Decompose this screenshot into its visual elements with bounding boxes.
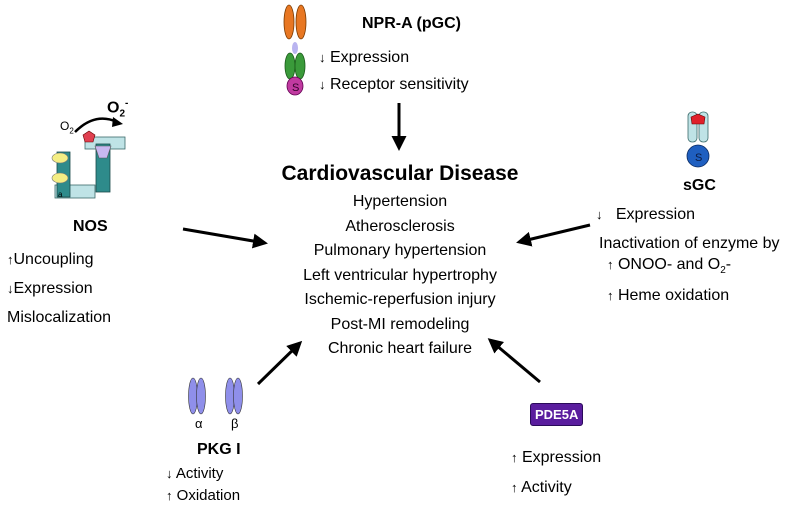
center-title: Cardiovascular Disease	[281, 162, 519, 185]
sgc-heme-label: Heme oxidation	[617, 287, 730, 304]
nos-o2-label: O2	[60, 119, 74, 135]
pkg-item: ↑ Oxidation	[166, 485, 240, 507]
up-arrow-icon: ↑	[607, 288, 614, 303]
up-arrow-icon: ↑	[607, 257, 614, 272]
pde5a-badge: PDE5A	[530, 403, 584, 426]
svg-text:a: a	[58, 190, 63, 199]
npra-item: ↓ Expression	[319, 44, 469, 71]
disease-item: Atherosclerosis	[345, 217, 455, 235]
sgc-onoo-tail: -	[725, 256, 732, 273]
nos-item: Mislocalization	[7, 303, 111, 332]
pkg-alpha: α	[195, 416, 203, 431]
npra-item-label: Expression	[329, 49, 410, 66]
pkg-list: ↓ Activity ↑ Oxidation	[166, 463, 240, 507]
sgc-onoo-sub: 2	[720, 265, 726, 277]
up-arrow-icon: ↑	[511, 450, 518, 465]
o2minus-sup: -	[125, 98, 129, 109]
down-arrow-icon: ↓	[596, 207, 603, 222]
disease-item: Pulmonary hypertension	[313, 242, 487, 259]
nos-item: ↓Expression	[7, 274, 111, 303]
pde-item-label: Activity	[521, 479, 572, 496]
sgc-enzyme-icon: S	[686, 111, 710, 168]
up-arrow-icon: ↑	[7, 252, 14, 267]
nos-item: ↑Uncoupling	[7, 245, 111, 274]
pde-item-label: Expression	[521, 449, 602, 466]
pkg-item-label: Oxidation	[176, 487, 241, 504]
pde-arrow	[487, 338, 541, 384]
disease-item: Post-MI remodeling	[330, 315, 470, 333]
sgc-expression: ↓ Expression	[596, 206, 695, 224]
pkg-arrow	[256, 340, 303, 386]
svg-text:S: S	[292, 82, 299, 94]
center-block: Cardiovascular Disease Hypertension Athe…	[230, 160, 570, 362]
o2-text: O	[60, 119, 70, 133]
npra-list: ↓ Expression ↓ Receptor sensitivity	[319, 44, 469, 98]
sgc-inactivation: Inactivation of enzyme by	[599, 235, 780, 252]
pkg-beta: β	[231, 416, 239, 431]
o2minus-text: O	[107, 99, 120, 117]
sgc-arrow	[516, 223, 591, 247]
npra-item: ↓ Receptor sensitivity	[319, 71, 469, 98]
svg-text:S: S	[695, 152, 702, 164]
npra-item-label: Receptor sensitivity	[329, 76, 469, 93]
pde-item: ↑ Expression	[511, 443, 601, 473]
center-list: Hypertension Atherosclerosis Pulmonary h…	[230, 190, 570, 362]
nos-item-label: Expression	[13, 280, 93, 297]
o2-sub: 2	[69, 126, 74, 136]
disease-item: Chronic heart failure	[327, 340, 473, 357]
nos-item-label: Mislocalization	[7, 309, 112, 326]
npra-title: NPR-A (pGC)	[362, 15, 461, 32]
disease-item: Ischemic-reperfusion injury	[304, 291, 496, 308]
up-arrow-icon: ↑	[166, 488, 173, 503]
pde-item: ↑ Activity	[511, 473, 601, 503]
down-arrow-icon: ↓	[319, 50, 326, 65]
npra-receptor-icon: S	[283, 4, 307, 96]
nos-arrow	[182, 227, 268, 249]
sgc-expression-label: Expression	[615, 206, 695, 223]
sgc-onoo: ↑ ONOO- and O2-	[607, 256, 731, 276]
pde-list: ↑ Expression ↑ Activity	[511, 443, 601, 503]
up-arrow-icon: ↑	[511, 480, 518, 495]
disease-item: Hypertension	[352, 193, 448, 210]
down-arrow-icon: ↓	[7, 281, 14, 296]
pkg-item-label: Activity	[175, 465, 224, 482]
nos-title: NOS	[73, 218, 108, 235]
nos-enzyme-icon: a	[51, 117, 126, 199]
sgc-heme: ↑ Heme oxidation	[607, 287, 729, 305]
down-arrow-icon: ↓	[319, 77, 326, 92]
disease-item: Left ventricular hypertrophy	[303, 266, 497, 284]
down-arrow-icon: ↓	[166, 466, 173, 481]
nos-o2minus-label: O2-	[107, 98, 128, 120]
pkg-subunits-icon	[188, 377, 243, 415]
nos-item-label: Uncoupling	[13, 251, 94, 268]
sgc-onoo-label: ONOO- and O	[617, 256, 721, 273]
o2minus-sub: 2	[119, 108, 126, 120]
nos-list: ↑Uncoupling ↓Expression Mislocalization	[7, 245, 111, 332]
sgc-title: sGC	[683, 177, 716, 194]
pkg-title: PKG I	[197, 441, 241, 458]
pkg-item: ↓ Activity	[166, 463, 240, 485]
